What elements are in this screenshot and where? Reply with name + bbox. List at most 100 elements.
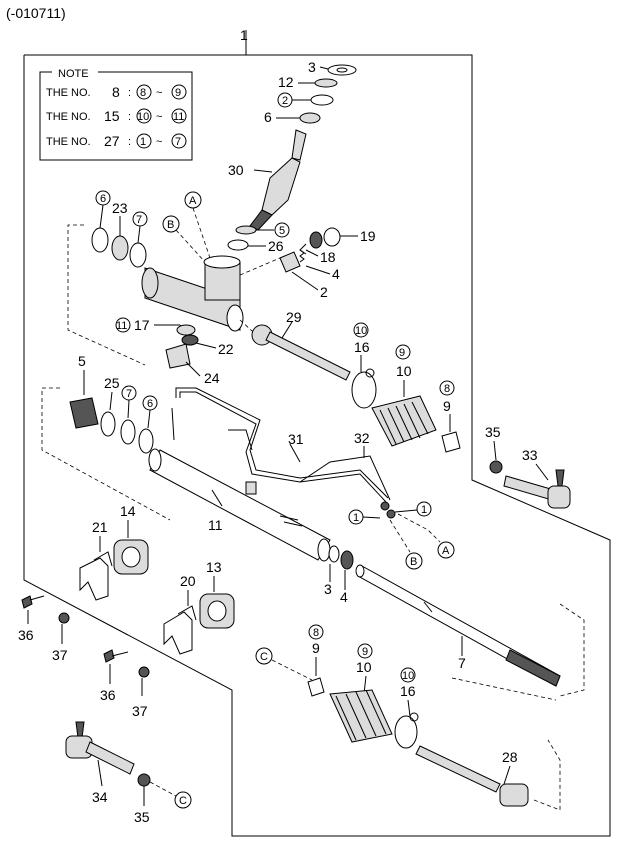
part-22-ring: 22 [181,334,234,357]
label-part-7-circled: 7 [136,214,142,226]
label-part-12: 12 [278,74,294,90]
label-part-35: 35 [485,424,501,440]
part-4-spring: 4 [299,249,340,282]
dash-box-lower [41,387,171,521]
part-20-bracket: 20 [163,573,197,655]
label-part-11-circled: 11 [116,320,127,332]
dash-box-upper [67,224,146,366]
part-31-pipe: 31 [171,387,389,503]
part-6-oring-lower: 6 [138,395,158,454]
label-part-21: 21 [92,519,108,535]
ref-c-bottom: C [149,781,192,809]
label-part-4: 4 [332,266,340,282]
part-30-pinion: 30 [228,129,307,231]
part-7-seal: 7 [129,211,148,268]
label-part-31: 31 [288,431,304,447]
label-part-30: 30 [228,162,244,178]
label-part-33: 33 [522,447,538,463]
label-part-11: 11 [208,517,223,533]
part-32-pipe: 32 [299,430,391,501]
part-5-bushing-lower: 5 [69,353,99,429]
part-16-clip-lower: 10 16 [394,667,419,749]
label-part-16: 16 [354,339,370,355]
valve-housing [141,255,244,332]
label-part-22: 22 [218,341,234,357]
part-35-nut-lower: 35 [134,773,151,825]
label-part-37: 37 [52,647,68,663]
label-part-9b: 9 [312,640,320,656]
part-10-boot: 9 10 [371,344,437,447]
part-17-seal: 11 17 [115,317,196,336]
note-row-3: THE NO. 27 : 1 ~ 7 [46,133,187,149]
svg-text:A: A [189,195,197,207]
ref-b-top: B [162,215,206,263]
svg-text::: : [128,87,131,99]
label-part-18: 18 [320,249,336,265]
svg-text:C: C [260,651,268,663]
label-part-29: 29 [286,309,302,325]
svg-text:THE NO.: THE NO. [46,87,91,99]
part-9-bushing-lower: 8 9 [307,624,325,697]
part-16-clip: 10 16 [351,322,377,409]
part-21-bracket: 21 [79,519,113,601]
svg-text:7: 7 [175,136,181,148]
part-6b-oring: 6 [91,190,111,253]
svg-text:THE NO.: THE NO. [46,111,91,123]
svg-text:B: B [167,219,174,231]
svg-text:9: 9 [399,347,405,359]
label-part-36: 36 [18,627,34,643]
svg-text::: : [128,111,131,123]
svg-text:1: 1 [140,136,146,148]
part-34-outer-tie-rod: 34 [65,721,135,805]
catalog-code: (-010711) [6,5,66,21]
svg-text:10: 10 [137,111,149,123]
part-9-bushing: 8 9 [439,380,461,453]
label-part-3b: 3 [324,581,332,597]
label-part-20: 20 [180,573,196,589]
label-part-26: 26 [268,238,284,254]
part-36-bolt: 36 [18,595,45,643]
svg-text:11: 11 [173,111,184,123]
label-part-25: 25 [104,375,120,391]
part-24-cap: 24 [165,343,220,386]
label-part-10b: 10 [356,659,372,675]
svg-text:A: A [442,545,450,557]
label-part-2-circled: 2 [282,95,288,107]
label-part-4b: 4 [340,589,348,605]
label-part-37b: 37 [132,703,148,719]
svg-text:6: 6 [147,398,153,410]
ref-labels-pipes: 1 1 B A [348,501,455,570]
svg-text:~: ~ [156,87,162,99]
part-2-yoke: 2 [279,251,328,300]
note-title: NOTE [58,68,89,80]
part-12-ring: 12 [278,74,338,90]
label-part-2: 2 [320,284,328,300]
label-part-19: 19 [360,228,376,244]
part-35-nut: 35 [485,424,503,474]
svg-text::: : [128,136,131,148]
label-part-36b: 36 [100,687,116,703]
part-37-nut: 37 [52,612,70,663]
svg-text:7: 7 [126,388,132,400]
note-box: NOTE THE NO. 8 : 8 ~ 9 THE NO. 15 : 10 ~… [39,66,193,161]
label-part-14: 14 [120,503,136,519]
part-23-ring: 23 [111,200,129,261]
part-36-bolt-b: 36 [100,649,129,703]
part-7-seal-lower: 7 [120,385,137,445]
label-part-9: 9 [443,398,451,414]
svg-text:10: 10 [355,325,367,337]
label-part-23: 23 [112,200,128,216]
svg-text:1: 1 [353,512,359,524]
svg-text:15: 15 [104,108,120,124]
svg-text:8: 8 [112,84,120,100]
label-part-13: 13 [206,559,222,575]
svg-text:B: B [410,556,417,568]
label-part-1: 1 [240,27,248,43]
label-part-5-circled: 5 [279,225,285,237]
part-11-housing-tube: 11 [148,448,331,562]
part-10-boot-lower: 9 10 [329,643,393,743]
svg-text:10: 10 [402,670,414,682]
svg-text:C: C [179,795,187,807]
part-3-oring-tube: 3 [324,545,340,597]
